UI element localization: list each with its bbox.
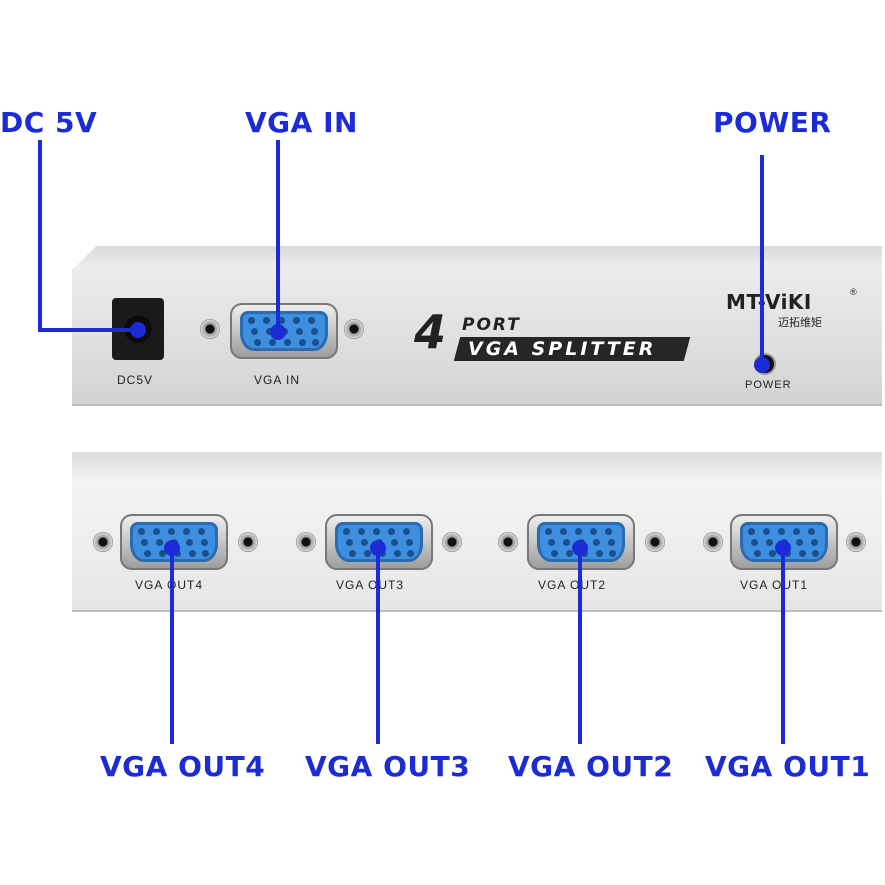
leader-vga-in-dot — [270, 324, 286, 340]
leader-out1-dot — [775, 540, 791, 556]
vga-out1-screw-right — [846, 532, 866, 552]
leader-out4 — [170, 548, 174, 744]
panel-label-vga-out4: VGA OUT4 — [135, 578, 204, 592]
brand-product: VGA SPLITTER — [468, 338, 657, 360]
panel-label-vga-out2: VGA OUT2 — [538, 578, 607, 592]
leader-out3 — [376, 548, 380, 744]
callout-dc5v: DC 5V — [0, 106, 98, 139]
vga-out1-screw-left — [703, 532, 723, 552]
leader-dc5v-horizontal — [38, 328, 138, 332]
vga-out2-screw-right — [645, 532, 665, 552]
panel-label-vga-out1: VGA OUT1 — [740, 578, 809, 592]
panel-label-vga-in: VGA IN — [254, 373, 301, 387]
leader-out2 — [578, 548, 582, 744]
vga-in-screw-right — [344, 319, 364, 339]
callout-vga-out3: VGA OUT3 — [305, 750, 471, 783]
vga-out3-screw-right — [442, 532, 462, 552]
panel-label-vga-out3: VGA OUT3 — [336, 578, 405, 592]
leader-dc5v-dot — [130, 322, 146, 338]
leader-out1 — [781, 548, 785, 744]
leader-out3-dot — [370, 540, 386, 556]
callout-vga-out1: VGA OUT1 — [705, 750, 871, 783]
leader-dc5v-vertical — [38, 140, 42, 332]
brand-logo-sub: 迈拓维矩 — [778, 317, 822, 329]
vga-out2-screw-left — [498, 532, 518, 552]
panel-label-power: POWER — [745, 379, 792, 391]
callout-vga-in: VGA IN — [245, 106, 358, 139]
callout-vga-out4: VGA OUT4 — [100, 750, 266, 783]
registered-mark: ® — [850, 287, 857, 297]
brand-number: 4 — [414, 305, 447, 359]
leader-power-dot — [754, 357, 770, 373]
callout-power: POWER — [713, 106, 832, 139]
vga-out4-screw-right — [238, 532, 258, 552]
leader-vga-in — [276, 140, 280, 330]
vga-in-screw-left — [200, 319, 220, 339]
leader-out4-dot — [164, 540, 180, 556]
vga-out4-screw-left — [93, 532, 113, 552]
callout-vga-out2: VGA OUT2 — [508, 750, 674, 783]
brand-port-word: PORT — [462, 315, 521, 335]
panel-label-dc5v: DC5V — [117, 373, 154, 387]
brand-logo: MT-ViKI — [726, 290, 812, 314]
leader-out2-dot — [572, 540, 588, 556]
vga-in-pins — [248, 317, 320, 347]
leader-power — [760, 155, 764, 365]
vga-out3-screw-left — [296, 532, 316, 552]
